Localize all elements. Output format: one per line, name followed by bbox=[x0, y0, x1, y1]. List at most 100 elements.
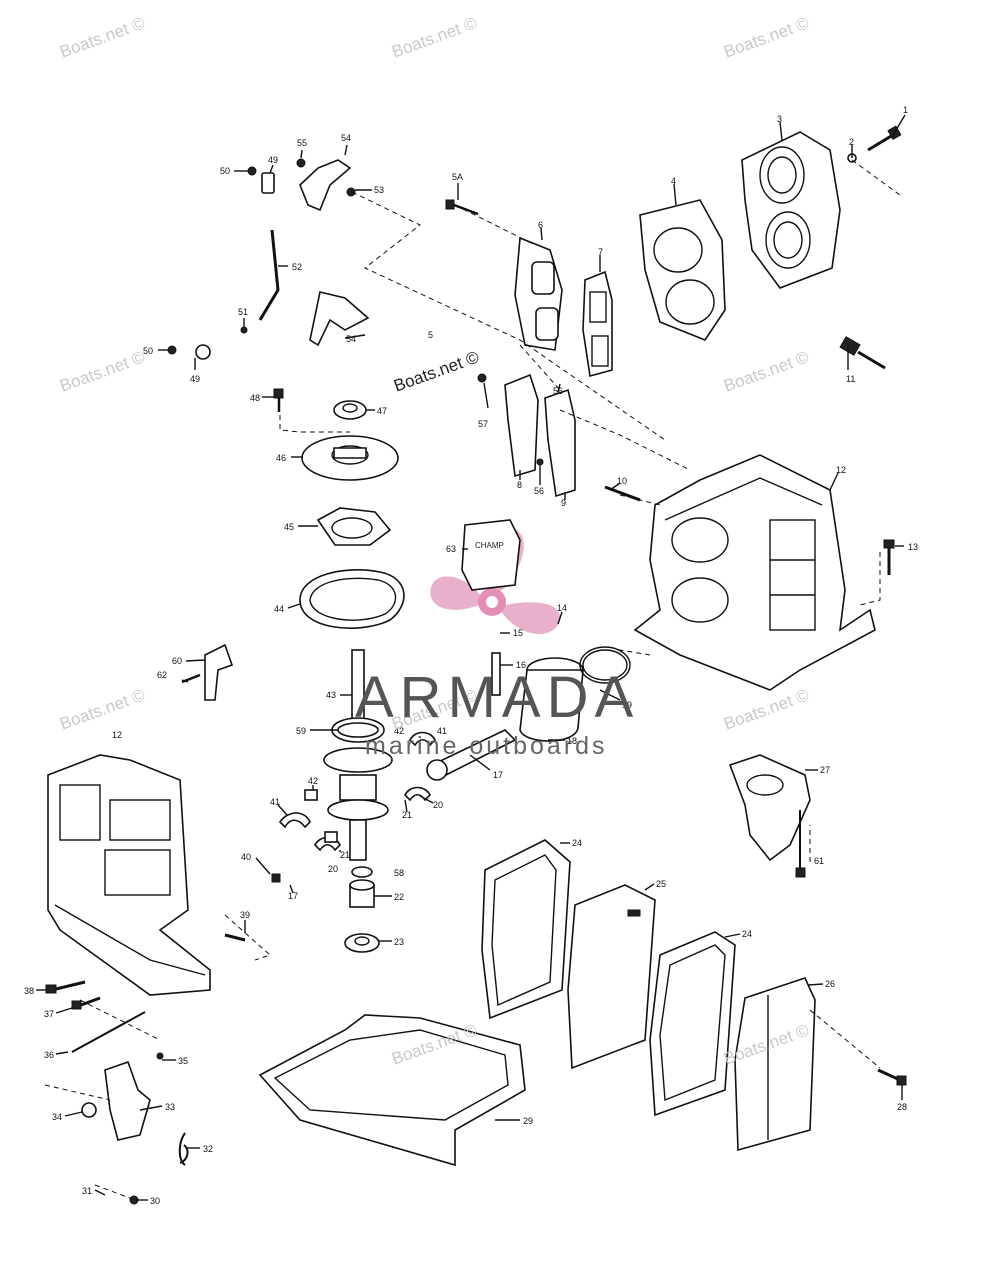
callout-label: 53 bbox=[374, 185, 384, 195]
housing-gasket-part bbox=[316, 507, 392, 546]
mounting-screw-part bbox=[273, 388, 284, 412]
callout-label: 50 bbox=[143, 346, 153, 356]
callout-label: 60 bbox=[172, 656, 182, 666]
temperature-sensor-part bbox=[839, 336, 886, 370]
callout-label: 2 bbox=[849, 137, 854, 147]
callout-label: 62 bbox=[157, 670, 167, 680]
callout-label: 35 bbox=[178, 1056, 188, 1066]
callout-label: 40 bbox=[241, 852, 251, 862]
callout-label: 20 bbox=[433, 800, 443, 810]
callout-label: 24 bbox=[742, 929, 752, 939]
o-ring-seal-part bbox=[299, 569, 405, 629]
callout-label: 49 bbox=[190, 374, 200, 384]
callout-label: 59 bbox=[296, 726, 306, 736]
head-bolt-part bbox=[847, 125, 902, 163]
callout-label: 43 bbox=[326, 690, 336, 700]
throttle-rod-part bbox=[258, 229, 280, 321]
callout-label: 37 bbox=[44, 1009, 54, 1019]
intake-gasket-b-part bbox=[649, 931, 736, 1117]
decal-text: CHAMP bbox=[475, 541, 504, 550]
callout-label: 48 bbox=[250, 393, 260, 403]
stud-part bbox=[604, 485, 641, 502]
base-gasket-part bbox=[258, 1014, 526, 1167]
callout-label: 7 bbox=[598, 247, 603, 257]
callout-label: 46 bbox=[276, 453, 286, 463]
callout-label: 5A bbox=[452, 172, 463, 182]
leader-lines bbox=[36, 114, 906, 1201]
callout-label: 15 bbox=[513, 628, 523, 638]
throttle-bracket-part bbox=[181, 643, 234, 701]
callout-label: 28 bbox=[897, 1102, 907, 1112]
callout-label: 56 bbox=[534, 486, 544, 496]
callout-label: 18 bbox=[567, 736, 577, 746]
head-gasket-part bbox=[639, 199, 726, 341]
callout-label: 56 bbox=[553, 386, 563, 396]
callout-label: 3 bbox=[777, 114, 782, 124]
exhaust-cover-part bbox=[477, 373, 576, 498]
callout-label: 47 bbox=[377, 406, 387, 416]
intake-gasket-part bbox=[481, 839, 571, 1020]
callout-label: 41 bbox=[270, 797, 280, 807]
callout-label: 32 bbox=[203, 1144, 213, 1154]
callout-label: 21 bbox=[340, 850, 350, 860]
brand-logo-text: ARMADA bbox=[355, 665, 640, 730]
cover-screw-part bbox=[445, 199, 479, 216]
callout-label: 9 bbox=[561, 498, 566, 508]
callout-label: 25 bbox=[656, 879, 666, 889]
callout-label: 63 bbox=[446, 544, 456, 554]
reed-plate-part bbox=[567, 884, 656, 1070]
callout-label: 34 bbox=[52, 1112, 62, 1122]
assembly-dashed-lines bbox=[44, 159, 901, 1201]
callout-label: 11 bbox=[846, 374, 855, 384]
callout-label: 61 bbox=[814, 856, 824, 866]
manifold-screw-part bbox=[877, 1068, 907, 1086]
callout-labels: 1 2 3 4 5 5A 6 7 8 9 10 11 12 12 13 14 1… bbox=[24, 105, 918, 1206]
decal-label-part: CHAMP bbox=[461, 519, 521, 591]
callout-label: 57 bbox=[478, 419, 488, 429]
callout-label: 58 bbox=[394, 868, 404, 878]
callout-label: 41 bbox=[437, 726, 447, 736]
callout-label: 27 bbox=[820, 765, 830, 775]
crankcase-part bbox=[47, 754, 211, 996]
callout-label: 42 bbox=[308, 776, 318, 786]
brand-tagline: marine outboards bbox=[365, 732, 608, 760]
callout-label: 45 bbox=[284, 522, 294, 532]
cylinder-head-part bbox=[741, 131, 841, 289]
callout-label: 22 bbox=[394, 892, 404, 902]
callout-label: 16 bbox=[516, 660, 526, 670]
callout-label: 33 bbox=[165, 1102, 175, 1112]
callout-label: 31 bbox=[82, 1186, 92, 1196]
callout-label: 12 bbox=[836, 465, 846, 475]
cover-gasket-part bbox=[582, 270, 613, 378]
callout-label: 38 bbox=[24, 986, 34, 996]
callout-label: 50 bbox=[220, 166, 230, 176]
callout-label: 54 bbox=[346, 334, 356, 344]
callout-label: 26 bbox=[825, 979, 835, 989]
intake-manifold-part bbox=[734, 977, 816, 1152]
callout-label: 10 bbox=[617, 476, 627, 486]
shift-rod-part bbox=[71, 1011, 146, 1053]
lower-bearing-part bbox=[349, 879, 375, 908]
callout-label: 54 bbox=[341, 133, 351, 143]
callout-label: 52 bbox=[292, 262, 302, 272]
callout-label: 14 bbox=[557, 603, 567, 613]
callout-label: 5 bbox=[428, 330, 433, 340]
shift-bracket-part bbox=[81, 1052, 164, 1141]
callout-label: 21 bbox=[402, 810, 412, 820]
piston-pin-part bbox=[491, 652, 501, 696]
lower-seal-part bbox=[344, 933, 380, 953]
callout-label: 42 bbox=[394, 726, 404, 736]
callout-label: 49 bbox=[268, 155, 278, 165]
crankcase-bolt-part bbox=[45, 873, 281, 1010]
callout-label: 30 bbox=[150, 1196, 160, 1206]
callout-label: 20 bbox=[328, 864, 338, 874]
callout-label: 29 bbox=[523, 1116, 533, 1126]
throttle-cam-part bbox=[167, 291, 370, 360]
callout-label: 12 bbox=[112, 730, 122, 740]
o-ring-part bbox=[351, 866, 373, 878]
callout-label: 36 bbox=[44, 1050, 54, 1060]
connecting-rod-part bbox=[426, 729, 517, 781]
callout-label: 13 bbox=[908, 542, 918, 552]
throttle-linkage-part bbox=[247, 158, 356, 212]
